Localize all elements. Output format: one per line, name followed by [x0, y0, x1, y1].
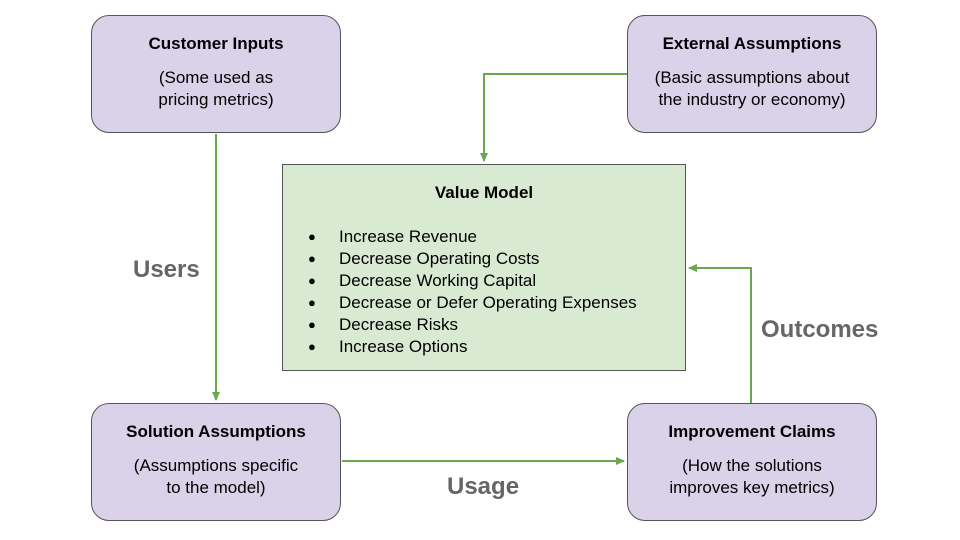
bullet-icon: ●: [308, 295, 316, 310]
bullet-icon: ●: [308, 251, 316, 266]
value-model-item-label: Decrease Risks: [339, 315, 459, 334]
value-model-item-label: Increase Revenue: [339, 227, 477, 246]
solution-assumptions-node: Solution Assumptions (Assumptions specif…: [91, 403, 341, 521]
users-edge-label: Users: [133, 256, 200, 283]
value-model-item-label: Increase Options: [339, 337, 468, 356]
bullet-icon: ●: [308, 273, 316, 288]
value-model-node: Value Model ● Increase Revenue ● Decrease …: [282, 164, 686, 371]
customer-inputs-title: Customer Inputs: [148, 34, 284, 53]
external-assumptions-desc-line-1: (Basic assumptions about: [654, 68, 850, 87]
value-model-item: ● Increase Options: [305, 336, 637, 358]
improvement-claims-node: Improvement Claims (How the solutions im…: [627, 403, 877, 521]
external-assumptions-desc-line-2: the industry or economy): [658, 90, 846, 109]
value-model-item-label: Decrease or Defer Operating Expenses: [339, 293, 637, 312]
solution-assumptions-description: (Assumptions specific to the model): [92, 455, 340, 499]
value-model-item-label: Decrease Operating Costs: [339, 249, 540, 268]
solution-assumptions-title: Solution Assumptions: [126, 422, 306, 441]
customer-inputs-desc-line-1: (Some used as: [158, 68, 274, 87]
value-model-item-label: Decrease Working Capital: [339, 271, 537, 290]
value-model-item: ● Increase Revenue: [305, 226, 637, 248]
improvement-claims-title: Improvement Claims: [668, 422, 836, 441]
improvement-claims-desc-line-2: improves key metrics): [669, 478, 835, 497]
value-model-item: ● Decrease Risks: [305, 314, 637, 336]
solution-assumptions-desc-line-2: to the model): [166, 478, 266, 497]
outcomes-edge-label: Outcomes: [761, 316, 879, 343]
arrow-external-to-value-model: [480, 73, 627, 162]
value-model-item: ● Decrease Working Capital: [305, 270, 637, 292]
bullet-icon: ●: [308, 317, 316, 332]
usage-edge-label: Usage: [447, 473, 520, 500]
arrow-improvement-to-value-model: [688, 264, 752, 403]
value-model-list: ● Increase Revenue ● Decrease Operating Co…: [305, 226, 637, 358]
customer-inputs-description: (Some used as pricing metrics): [92, 67, 340, 111]
value-model-item: ● Decrease Operating Costs: [305, 248, 637, 270]
customer-inputs-desc-line-2: pricing metrics): [158, 90, 274, 109]
external-assumptions-node: External Assumptions (Basic assumptions …: [627, 15, 877, 133]
improvement-claims-desc-line-1: (How the solutions: [682, 456, 822, 475]
customer-inputs-node: Customer Inputs (Some used as pricing me…: [91, 15, 341, 133]
improvement-claims-description: (How the solutions improves key metrics): [628, 455, 876, 499]
solution-assumptions-desc-line-1: (Assumptions specific: [133, 456, 299, 475]
value-model-title: Value Model: [434, 183, 534, 202]
bullet-icon: ●: [308, 229, 316, 244]
value-model-item: ● Decrease or Defer Operating Expenses: [305, 292, 637, 314]
bullet-icon: ●: [308, 339, 316, 354]
external-assumptions-description: (Basic assumptions about the industry or…: [628, 67, 876, 111]
external-assumptions-title: External Assumptions: [662, 34, 842, 53]
